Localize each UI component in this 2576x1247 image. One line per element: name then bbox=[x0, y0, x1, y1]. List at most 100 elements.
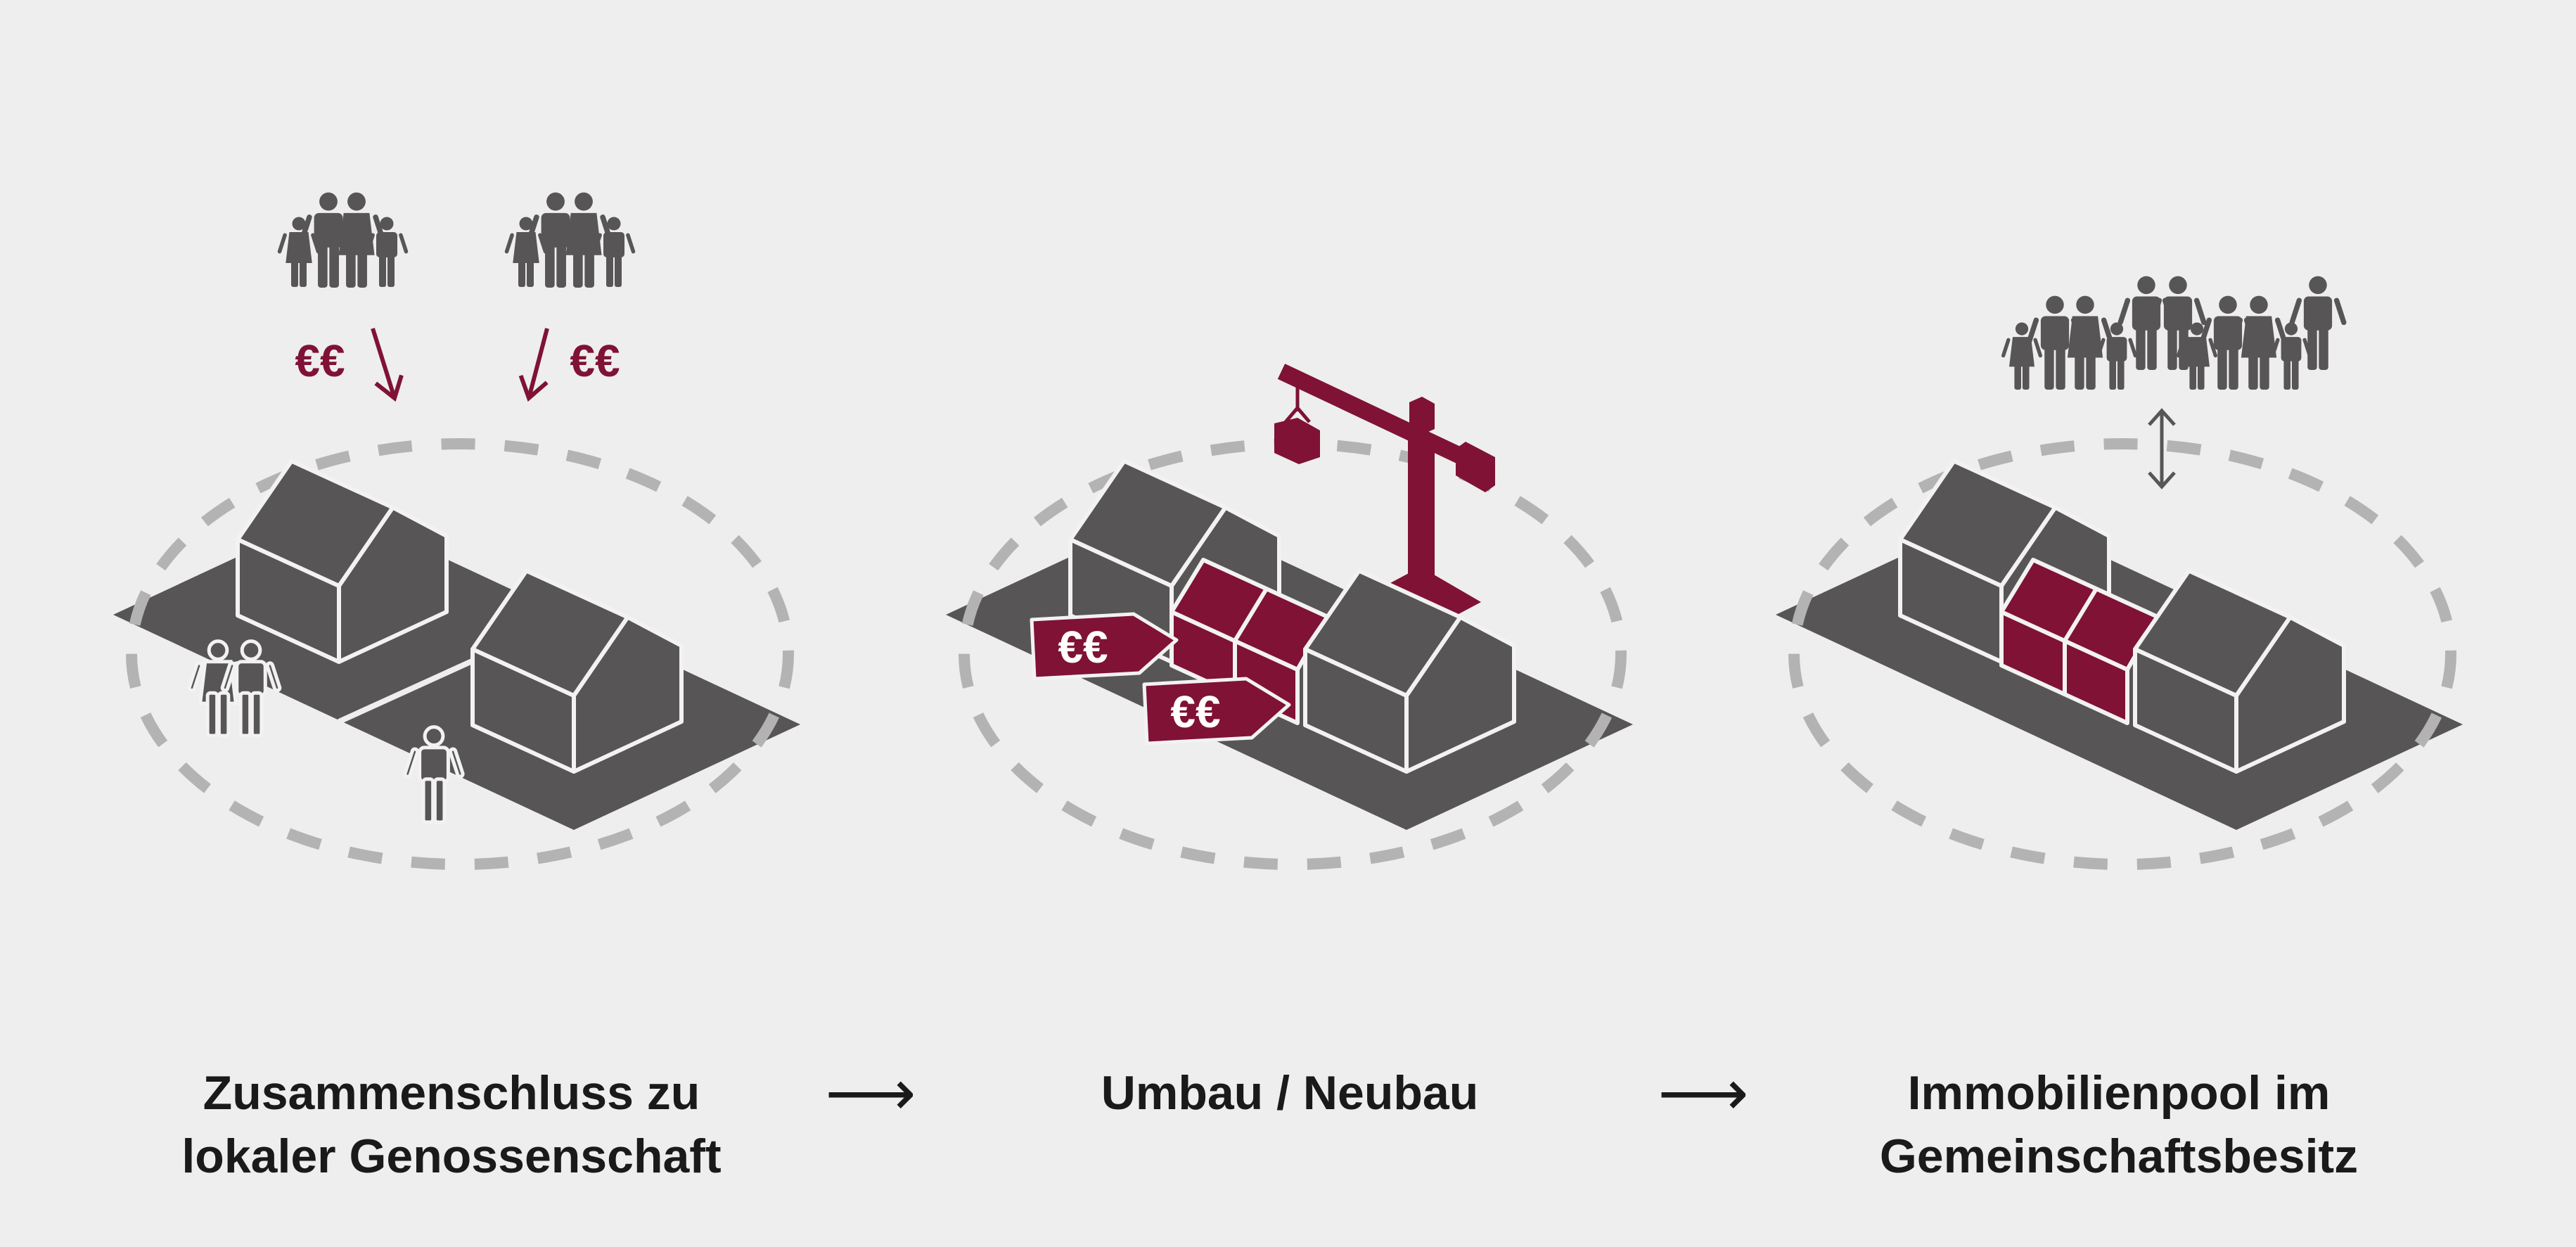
double-arrow-icon bbox=[2148, 408, 2176, 490]
person-torso bbox=[2303, 296, 2333, 331]
house-roof bbox=[470, 568, 630, 698]
person-leg bbox=[421, 777, 435, 824]
person-arm bbox=[2230, 317, 2243, 345]
person-leg bbox=[2248, 347, 2258, 390]
person-dress bbox=[2241, 316, 2277, 358]
person-arm bbox=[2001, 338, 2011, 358]
member-person-icon bbox=[2270, 322, 2312, 390]
adult-icon bbox=[526, 192, 585, 288]
house-step-1-right bbox=[470, 568, 684, 774]
person-torso bbox=[376, 232, 397, 257]
person-head bbox=[2309, 276, 2327, 295]
person-dress bbox=[286, 232, 312, 263]
person-dress bbox=[2067, 316, 2103, 358]
person-arm bbox=[626, 233, 636, 254]
person-leg bbox=[357, 244, 367, 288]
resident-person-icon bbox=[403, 725, 465, 824]
person-leg bbox=[205, 691, 219, 738]
person-arm bbox=[554, 215, 568, 243]
person-leg bbox=[2167, 327, 2177, 370]
person-leg bbox=[545, 244, 555, 288]
person-leg bbox=[238, 691, 252, 738]
person-arm bbox=[2033, 338, 2043, 358]
person-arm bbox=[2149, 298, 2162, 326]
crane-counterweight bbox=[1409, 397, 1435, 435]
person-head bbox=[423, 725, 445, 748]
person-leg bbox=[2117, 359, 2125, 390]
person-dress bbox=[513, 232, 539, 263]
person-head bbox=[2046, 295, 2064, 314]
person-arm bbox=[504, 233, 514, 254]
person-leg bbox=[346, 244, 356, 288]
house-roof bbox=[1898, 459, 2058, 588]
person-arm bbox=[187, 661, 204, 693]
child-icon bbox=[592, 217, 636, 287]
person-arm bbox=[220, 661, 237, 693]
person-head bbox=[2110, 322, 2124, 335]
house-step-1-left bbox=[236, 459, 449, 664]
person-leg bbox=[329, 244, 339, 288]
person-leg bbox=[2283, 359, 2291, 390]
person-leg bbox=[2109, 359, 2117, 390]
person-leg bbox=[2197, 359, 2205, 390]
person-leg bbox=[2291, 359, 2299, 390]
person-torso bbox=[603, 232, 624, 257]
child-icon bbox=[365, 217, 409, 287]
person-head bbox=[2250, 295, 2268, 314]
person-leg bbox=[387, 255, 395, 287]
person-head bbox=[319, 192, 338, 211]
person-leg bbox=[556, 244, 566, 288]
person-leg bbox=[300, 255, 307, 287]
step-arrow-1: ⟶ bbox=[825, 1056, 916, 1130]
person-arm bbox=[2096, 338, 2106, 358]
person-leg bbox=[2056, 347, 2065, 390]
step-1-label-line-1: Zusammenschluss zu bbox=[203, 1066, 700, 1120]
arrow-head bbox=[518, 374, 549, 402]
arrow-shaft bbox=[527, 328, 549, 399]
step-3-label-line-2: Gemeinschaftsbesitz bbox=[1880, 1130, 2358, 1183]
price-tag-2: €€ bbox=[1142, 677, 1291, 746]
person-head bbox=[2169, 276, 2187, 295]
step-arrow-2: ⟶ bbox=[1658, 1056, 1748, 1130]
person-leg bbox=[291, 255, 298, 287]
person-leg bbox=[2189, 359, 2197, 390]
unit-divider bbox=[1233, 587, 1269, 642]
family-icon-right bbox=[504, 192, 636, 288]
member-person-icon bbox=[2149, 276, 2207, 370]
person-leg bbox=[2307, 327, 2317, 370]
person-leg bbox=[250, 691, 264, 738]
house-step-2-right bbox=[1303, 568, 1516, 774]
person-leg bbox=[2136, 327, 2146, 370]
person-leg bbox=[2014, 359, 2022, 390]
person-leg bbox=[318, 244, 328, 288]
person-leg bbox=[527, 255, 534, 287]
person-leg bbox=[518, 255, 525, 287]
person-head bbox=[2137, 276, 2155, 295]
crane-counterweight bbox=[1456, 442, 1495, 492]
person-leg bbox=[2044, 347, 2054, 390]
arrow-down-icon bbox=[518, 328, 549, 402]
person-arm bbox=[2117, 298, 2131, 326]
person-leg bbox=[573, 244, 583, 288]
person-arm bbox=[399, 233, 409, 254]
house-step-3-right bbox=[2133, 568, 2346, 774]
crane-mast bbox=[1408, 440, 1435, 599]
house-roof bbox=[236, 459, 395, 588]
person-head bbox=[575, 192, 593, 211]
person-leg bbox=[2217, 347, 2227, 390]
dashed-community-circle bbox=[126, 438, 794, 870]
resident-man-icon bbox=[220, 639, 282, 738]
arrow-head bbox=[2148, 408, 2176, 426]
person-arm bbox=[403, 747, 420, 779]
person-arm bbox=[2333, 298, 2347, 326]
person-arm bbox=[265, 661, 282, 693]
person-arm bbox=[2289, 298, 2302, 326]
price-tag-shape bbox=[1030, 612, 1179, 681]
person-leg bbox=[2147, 327, 2157, 370]
price-tag-text: €€ bbox=[1058, 622, 1108, 672]
arrow-head bbox=[374, 374, 404, 402]
person-head bbox=[347, 192, 366, 211]
person-arm bbox=[327, 215, 340, 243]
person-arm bbox=[2193, 298, 2207, 326]
dashed-community-circle bbox=[1788, 438, 2456, 870]
